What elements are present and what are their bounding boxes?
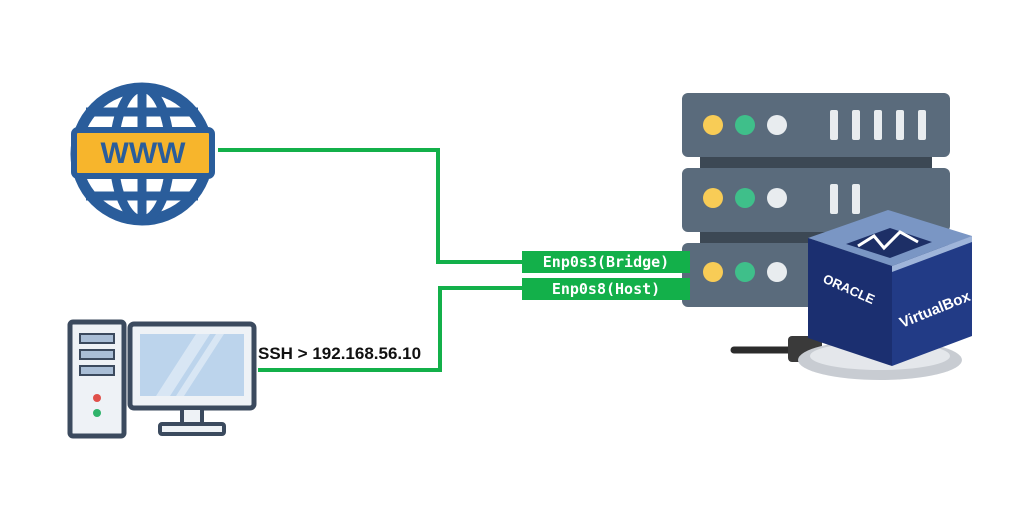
connection-lines (218, 148, 522, 372)
monitor-neck (180, 406, 204, 426)
desktop-computer-icon (67, 319, 257, 439)
pc-status-led (93, 409, 101, 417)
www-badge (71, 127, 215, 179)
logo-cube-front (808, 238, 892, 366)
logo-cube-side (892, 236, 972, 366)
interface-label-host: Enp0s8(Host) (522, 278, 690, 300)
www-badge-text: WWW (101, 137, 187, 170)
virtualbox-logo: ORACLE VirtualBox (730, 210, 973, 380)
globe-icon: WWW (70, 82, 215, 226)
server-unit-1 (682, 93, 950, 157)
monitor-base (158, 422, 226, 436)
host-ssh-link (258, 286, 522, 372)
interface-label-bridge: Enp0s3(Bridge) (522, 251, 690, 273)
internet-bridge-link (218, 148, 522, 264)
pc-power-led (93, 394, 101, 402)
ssh-connection-label: SSH > 192.168.56.10 (258, 344, 422, 363)
